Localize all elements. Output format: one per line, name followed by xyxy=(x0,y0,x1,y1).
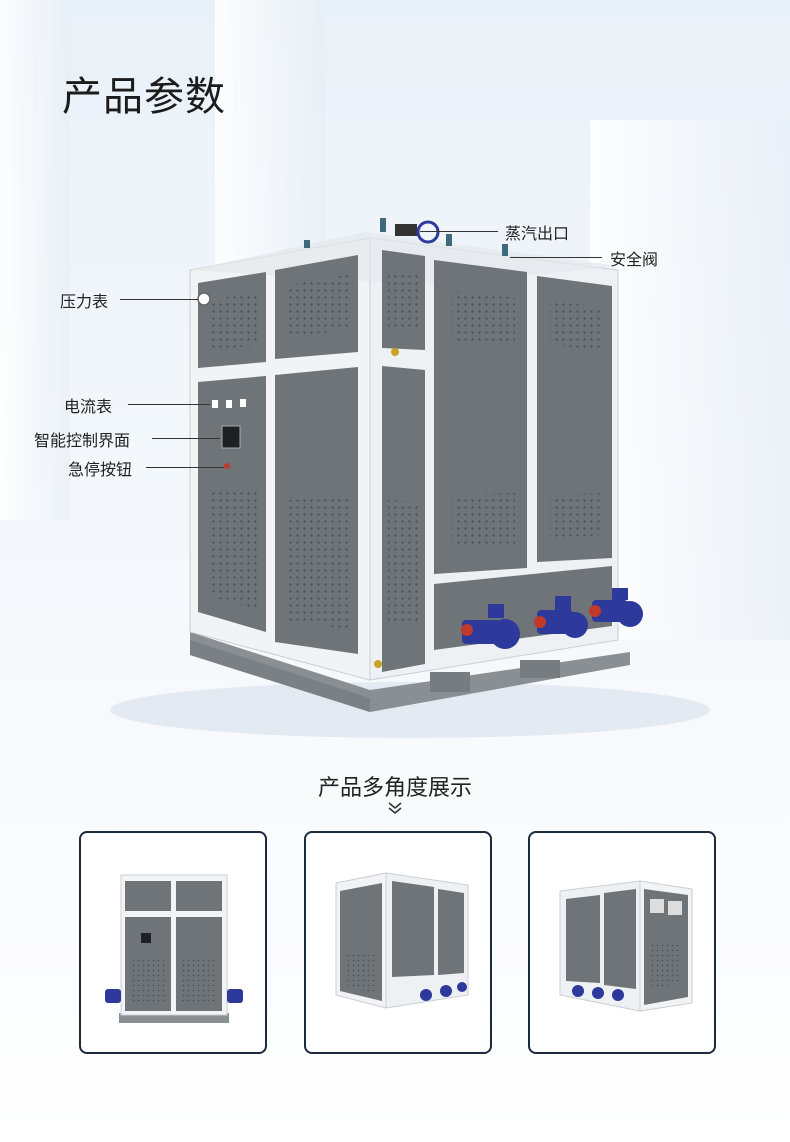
label-safety-valve: 安全阀 xyxy=(610,250,659,269)
boiler-right-angle-image xyxy=(559,880,693,1012)
gallery-card-left-angle[interactable] xyxy=(304,831,492,1054)
gallery-card-front[interactable] xyxy=(79,831,267,1054)
callout-line-control xyxy=(152,438,220,439)
label-emergency-stop: 急停按钮 xyxy=(68,460,133,479)
bg-pillar xyxy=(0,0,70,520)
callout-line-ammeter xyxy=(128,404,210,405)
bg-pillar xyxy=(590,120,790,640)
callout-line-safety xyxy=(510,257,602,258)
label-pressure-gauge: 压力表 xyxy=(60,292,109,311)
boiler-left-angle-image xyxy=(335,872,469,1009)
gallery-card-right-angle[interactable] xyxy=(528,831,716,1054)
label-ammeter: 电流表 xyxy=(64,397,113,416)
label-control-panel: 智能控制界面 xyxy=(34,431,131,450)
callout-line-pressure xyxy=(120,299,198,300)
chevron-down-icon xyxy=(388,802,402,815)
callout-line-steam xyxy=(420,231,498,232)
boiler-illustration xyxy=(110,218,710,738)
page-title: 产品参数 xyxy=(62,74,226,120)
callout-line-estop xyxy=(146,467,224,468)
gallery-title: 产品多角度展示 xyxy=(317,776,472,801)
label-steam-outlet: 蒸汽出口 xyxy=(505,224,570,243)
boiler-front-view-image xyxy=(105,874,243,1023)
